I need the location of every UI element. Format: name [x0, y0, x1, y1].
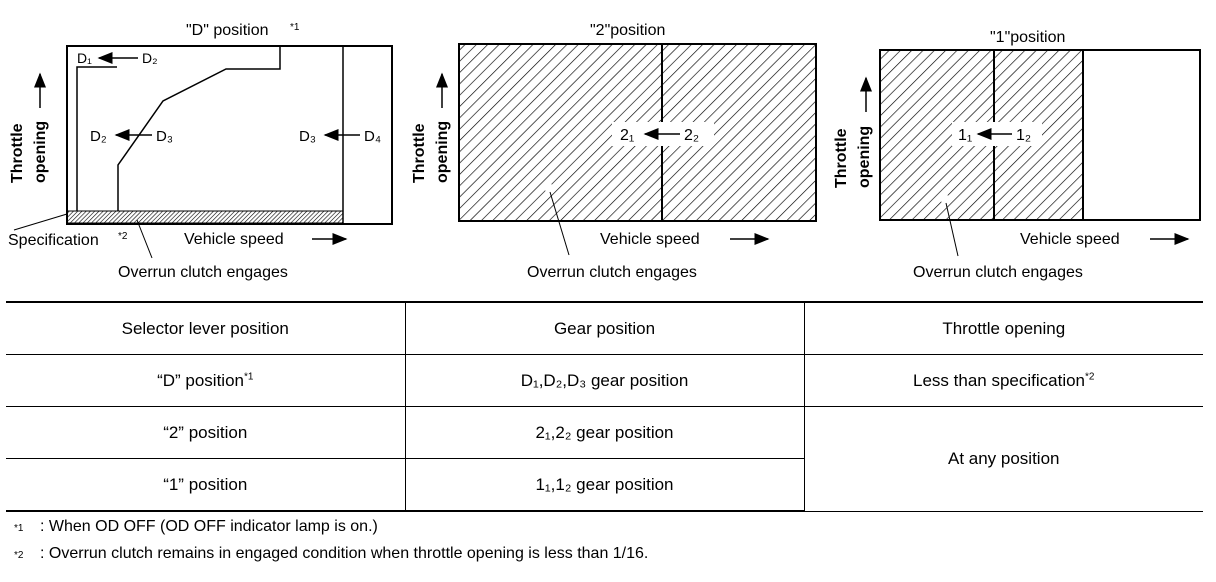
- pos-1-overrun-callout: Overrun clutch engages: [913, 195, 1083, 281]
- svg-text:Overrun clutch engages: Overrun clutch engages: [118, 264, 288, 281]
- label-1-1: 1₁: [958, 127, 972, 144]
- label-d2: D₂: [90, 128, 107, 145]
- svg-text:Throttle: Throttle: [9, 123, 26, 183]
- pos-1-diagram: "1"position 1₁ 1₂ Throttle opening Vehic…: [833, 29, 1201, 281]
- gear-cell: D₁,D₂,D₃ gear position: [404, 354, 805, 407]
- footnote-1: *1 : When OD OFF (OD OFF indicator lamp i…: [14, 518, 378, 536]
- footnote-mark: *1: [14, 523, 24, 534]
- pos-1-title: "1"position: [990, 29, 1065, 46]
- svg-text:*2: *2: [118, 231, 128, 242]
- svg-text:Overrun clutch engages: Overrun clutch engages: [527, 264, 697, 281]
- selector-cell: “2” position: [6, 406, 406, 459]
- table-row: “D” position*1 D₁,D₂,D₃ gear position Le…: [6, 354, 1203, 407]
- pos-2-overrun-callout: Overrun clutch engages: [527, 184, 697, 281]
- d-axis-y: Throttle opening: [9, 72, 49, 183]
- throttle-cell: Less than specification*2: [803, 354, 1203, 407]
- pos-1-axis-x: Vehicle speed: [1020, 231, 1190, 248]
- label-2-2: 2₂: [684, 127, 699, 144]
- d2-d3-shift-line: [117, 46, 281, 211]
- label-d4: D₄: [364, 128, 381, 145]
- label-2-1: 2₁: [620, 127, 634, 144]
- d-position-title-mark: *1: [290, 22, 300, 33]
- specification-label: Specification *2: [8, 213, 128, 249]
- svg-text:Vehicle speed: Vehicle speed: [1020, 231, 1120, 248]
- svg-text:Throttle: Throttle: [833, 128, 850, 188]
- table-row: “2” position 2₁,2₂ gear position At any …: [6, 406, 1203, 512]
- gear-cell: 1₁,1₂ gear position: [404, 458, 804, 512]
- label-d2-top: D₂: [142, 50, 158, 66]
- pos-2-axis-x: Vehicle speed: [600, 231, 770, 248]
- throttle-cell: At any position: [803, 406, 1203, 512]
- svg-text:Vehicle speed: Vehicle speed: [184, 231, 284, 248]
- col-header-throttle: Throttle opening: [803, 301, 1203, 355]
- pos-1-axis-y: Throttle opening: [833, 76, 873, 188]
- svg-text:Overrun clutch engages: Overrun clutch engages: [913, 264, 1083, 281]
- d-overrun-callout: Overrun clutch engages: [118, 219, 288, 281]
- spec-table: Selector lever position Gear position Th…: [6, 301, 1203, 512]
- d-position-diagram: "D" position *1 D₁ D₂ D₂ D₃ D₃ D₄ Thrott…: [8, 22, 393, 281]
- shift-diagrams: "D" position *1 D₁ D₂ D₂ D₃ D₃ D₄ Thrott…: [8, 22, 1201, 281]
- d-axis-x: Vehicle speed: [184, 231, 348, 248]
- footnote-text: : Overrun clutch remains in engaged cond…: [40, 545, 649, 562]
- footnote-mark: *2: [14, 550, 24, 561]
- label-1-2: 1₂: [1016, 127, 1031, 144]
- svg-text:Throttle: Throttle: [411, 123, 428, 183]
- label-d3-left: D₃: [156, 128, 173, 145]
- svg-text:Specification: Specification: [8, 232, 99, 249]
- table-header-row: Selector lever position Gear position Th…: [6, 301, 1203, 355]
- col-header-selector: Selector lever position: [6, 301, 406, 355]
- label-d1: D₁: [77, 50, 92, 66]
- d-position-title: "D" position: [186, 22, 269, 39]
- svg-text:Vehicle speed: Vehicle speed: [600, 231, 700, 248]
- svg-text:opening: opening: [32, 121, 49, 183]
- svg-text:opening: opening: [856, 126, 873, 188]
- footnote-2: *2 : Overrun clutch remains in engaged co…: [14, 545, 648, 563]
- col-header-gear: Gear position: [404, 301, 805, 355]
- pos-2-diagram: "2"position 2₁ 2₂ Throttle opening Vehic…: [411, 22, 817, 281]
- label-d3-right: D₃: [299, 128, 316, 145]
- selector-cell: “1” position: [6, 458, 406, 512]
- footnote-text: : When OD OFF (OD OFF indicator lamp is …: [40, 518, 378, 535]
- gear-cell: 2₁,2₂ gear position: [404, 406, 805, 459]
- d1-d2-shift-line: [76, 66, 117, 211]
- d-position-spec-band: [66, 210, 344, 224]
- d-position-frame: [66, 45, 393, 225]
- svg-text:opening: opening: [434, 121, 451, 183]
- pos-2-axis-y: Throttle opening: [411, 72, 451, 183]
- table-row: “1” position 1₁,1₂ gear position: [6, 458, 1203, 512]
- pos-2-title: "2"position: [590, 22, 665, 39]
- selector-cell: “D” position*1: [6, 354, 406, 407]
